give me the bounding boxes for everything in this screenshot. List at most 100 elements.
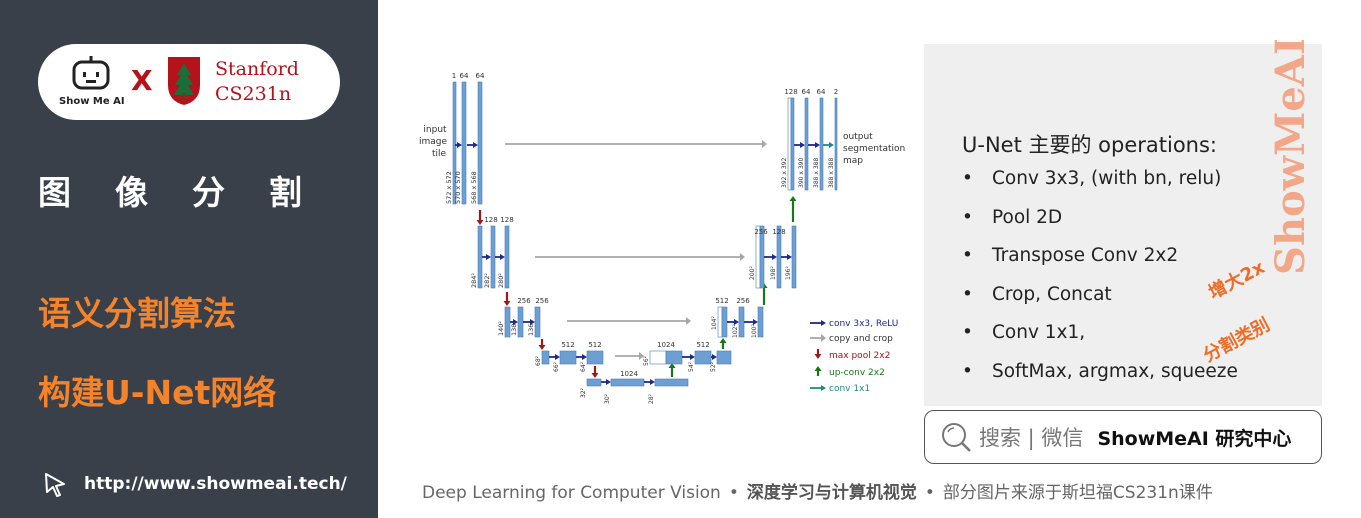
enc1-conv-2-head bbox=[473, 142, 478, 148]
upconv-4-head bbox=[789, 196, 797, 201]
copy-crop-4-head bbox=[639, 352, 644, 360]
dec4-size-b: 54² bbox=[688, 361, 695, 372]
copy-crop-2-head bbox=[740, 253, 745, 261]
enc2-ch-a: 128 bbox=[484, 216, 497, 224]
dec2-block-c bbox=[791, 225, 797, 289]
enc3-block-c bbox=[534, 306, 541, 338]
enc5-block-a bbox=[586, 378, 602, 387]
enc5-size-b: 30² bbox=[604, 393, 611, 404]
bullet: • bbox=[962, 168, 973, 189]
enc1-block-c bbox=[477, 81, 483, 205]
enc3-size-a: 140² bbox=[497, 321, 505, 336]
footer: Deep Learning for Computer Vision•深度学习与计… bbox=[422, 478, 1213, 503]
dec1-size-c: 388 x 388 bbox=[813, 158, 820, 188]
footer-course-en: Deep Learning for Computer Vision bbox=[422, 483, 721, 503]
enc4-block-a bbox=[541, 350, 550, 365]
legend-glyph-3-head bbox=[814, 366, 822, 371]
dec1-block-up bbox=[790, 97, 795, 191]
input-label-2: image bbox=[419, 137, 447, 147]
x-mark: X bbox=[131, 64, 153, 97]
op-item: • Conv 3x3, (with bn, relu) bbox=[962, 168, 1238, 207]
enc2-block-b bbox=[490, 225, 496, 289]
enc4-conv-2-head bbox=[582, 354, 587, 360]
enc2-size-a: 284² bbox=[470, 273, 478, 288]
dec4-size-a: 56² bbox=[643, 355, 650, 366]
enc1-ch-c: 64 bbox=[476, 72, 485, 80]
enc4-size-b: 66² bbox=[553, 361, 560, 372]
logo-card: Show Me AI X Stanford CS231n bbox=[38, 44, 340, 120]
dec1-ch-c: 64 bbox=[817, 88, 826, 96]
output-label-2: segmentation bbox=[843, 144, 905, 154]
bullet: • bbox=[962, 283, 973, 305]
legend-label-4: conv 1x1 bbox=[829, 384, 870, 394]
enc4-size-c: 64² bbox=[580, 361, 587, 372]
dec1-ch-b: 64 bbox=[802, 88, 811, 96]
enc5-size-c: 28² bbox=[648, 393, 655, 404]
operations-list: • Conv 3x3, (with bn, relu) • Pool 2D • Tra… bbox=[962, 168, 1238, 400]
enc4-block-c bbox=[586, 350, 604, 365]
showmeai-logo-icon bbox=[72, 56, 110, 90]
op-text: Conv 3x3, (with bn, relu) bbox=[992, 168, 1222, 189]
enc3-conv-2-head bbox=[530, 319, 535, 325]
dec1-size-b: 390 x 390 bbox=[798, 158, 805, 188]
upconv-2-head bbox=[719, 338, 727, 343]
pool-3-head bbox=[538, 345, 546, 350]
dec4-conv-1-head bbox=[690, 354, 695, 360]
site-link[interactable]: http://www.showmeai.tech/ bbox=[38, 470, 347, 498]
enc3-size-c: 136² bbox=[527, 321, 535, 336]
stanford-line-1: Stanford bbox=[215, 58, 299, 80]
dec1-conv-1-head bbox=[800, 142, 805, 148]
search-label: 搜索 | 微信 bbox=[979, 426, 1084, 450]
dec2-size-a: 200² bbox=[749, 266, 756, 280]
dec4-block-up bbox=[665, 350, 683, 365]
legend-label-0: conv 3x3, ReLU bbox=[829, 319, 898, 329]
legend-label-2: max pool 2x2 bbox=[829, 351, 890, 361]
dec4-block-copy bbox=[649, 350, 667, 365]
dec2-size-b: 198² bbox=[770, 266, 777, 280]
bullet: • bbox=[962, 245, 973, 267]
op-text: SoftMax, argmax, squeeze bbox=[992, 360, 1238, 382]
dec3-ch-b: 256 bbox=[736, 297, 750, 305]
dec4-block-b bbox=[694, 350, 712, 365]
dec3-block-copy bbox=[717, 306, 723, 338]
dec2-ch-b: 128 bbox=[772, 228, 785, 236]
enc1-size-b: 570 x 570 bbox=[454, 171, 462, 204]
dec1-block-c bbox=[819, 97, 824, 191]
dec2-conv-2-head bbox=[787, 254, 792, 260]
dec1-size-a: 392 x 392 bbox=[781, 158, 788, 188]
search-brand: ShowMeAI 研究中心 bbox=[1097, 427, 1292, 450]
op-text: Transpose Conv 2x2 bbox=[992, 245, 1179, 267]
dec3-block-b bbox=[738, 306, 745, 338]
legend-glyph-0-head bbox=[821, 320, 826, 326]
dec1-conv-1x1-head bbox=[829, 142, 834, 148]
dec1-conv-2-head bbox=[815, 142, 820, 148]
legend-label-3: up-conv 2x2 bbox=[829, 368, 885, 378]
showmeai-watermark: ShowMeAI bbox=[1274, 40, 1314, 275]
dec3-size-b: 102² bbox=[732, 324, 739, 338]
sidebar: Show Me AI X Stanford CS231n 图像分割 语义分割算法… bbox=[0, 0, 378, 518]
op-text: Pool 2D bbox=[992, 206, 1063, 228]
site-url[interactable]: http://www.showmeai.tech/ bbox=[84, 474, 347, 494]
cursor-click-icon bbox=[45, 473, 65, 497]
info-panel: U-Net 主要的 operations: • Conv 3x3, (with b… bbox=[924, 40, 1322, 406]
op-item: •SoftMax, argmax, squeeze bbox=[962, 361, 1238, 400]
enc5-block-b bbox=[610, 378, 645, 387]
legend-glyph-4-head bbox=[821, 385, 826, 391]
footer-sep: • bbox=[728, 483, 739, 503]
dec1-ch-a: 128 bbox=[784, 88, 797, 96]
operations-title: U-Net 主要的 operations: bbox=[962, 133, 1218, 157]
dec4-size-c: 52² bbox=[710, 361, 717, 372]
watermark-text: ShowMeAI bbox=[1274, 40, 1314, 275]
enc4-block-b bbox=[559, 350, 577, 365]
enc3-size-b: 138² bbox=[510, 321, 518, 336]
dec1-size-d: 388 x 388 bbox=[828, 158, 835, 188]
dec1-block-copy bbox=[787, 97, 792, 191]
enc1-block-a bbox=[452, 81, 457, 205]
footer-source: 部分图片来源于斯坦福CS231n课件 bbox=[942, 483, 1213, 503]
enc5-conv-2-head bbox=[650, 379, 655, 385]
enc5-block-c bbox=[654, 378, 689, 387]
output-label-3: map bbox=[843, 156, 863, 166]
enc1-block-b bbox=[461, 81, 467, 205]
enc1-size-c: 568 x 568 bbox=[470, 171, 478, 204]
showmeai-brand-text: Show Me AI bbox=[59, 96, 125, 107]
